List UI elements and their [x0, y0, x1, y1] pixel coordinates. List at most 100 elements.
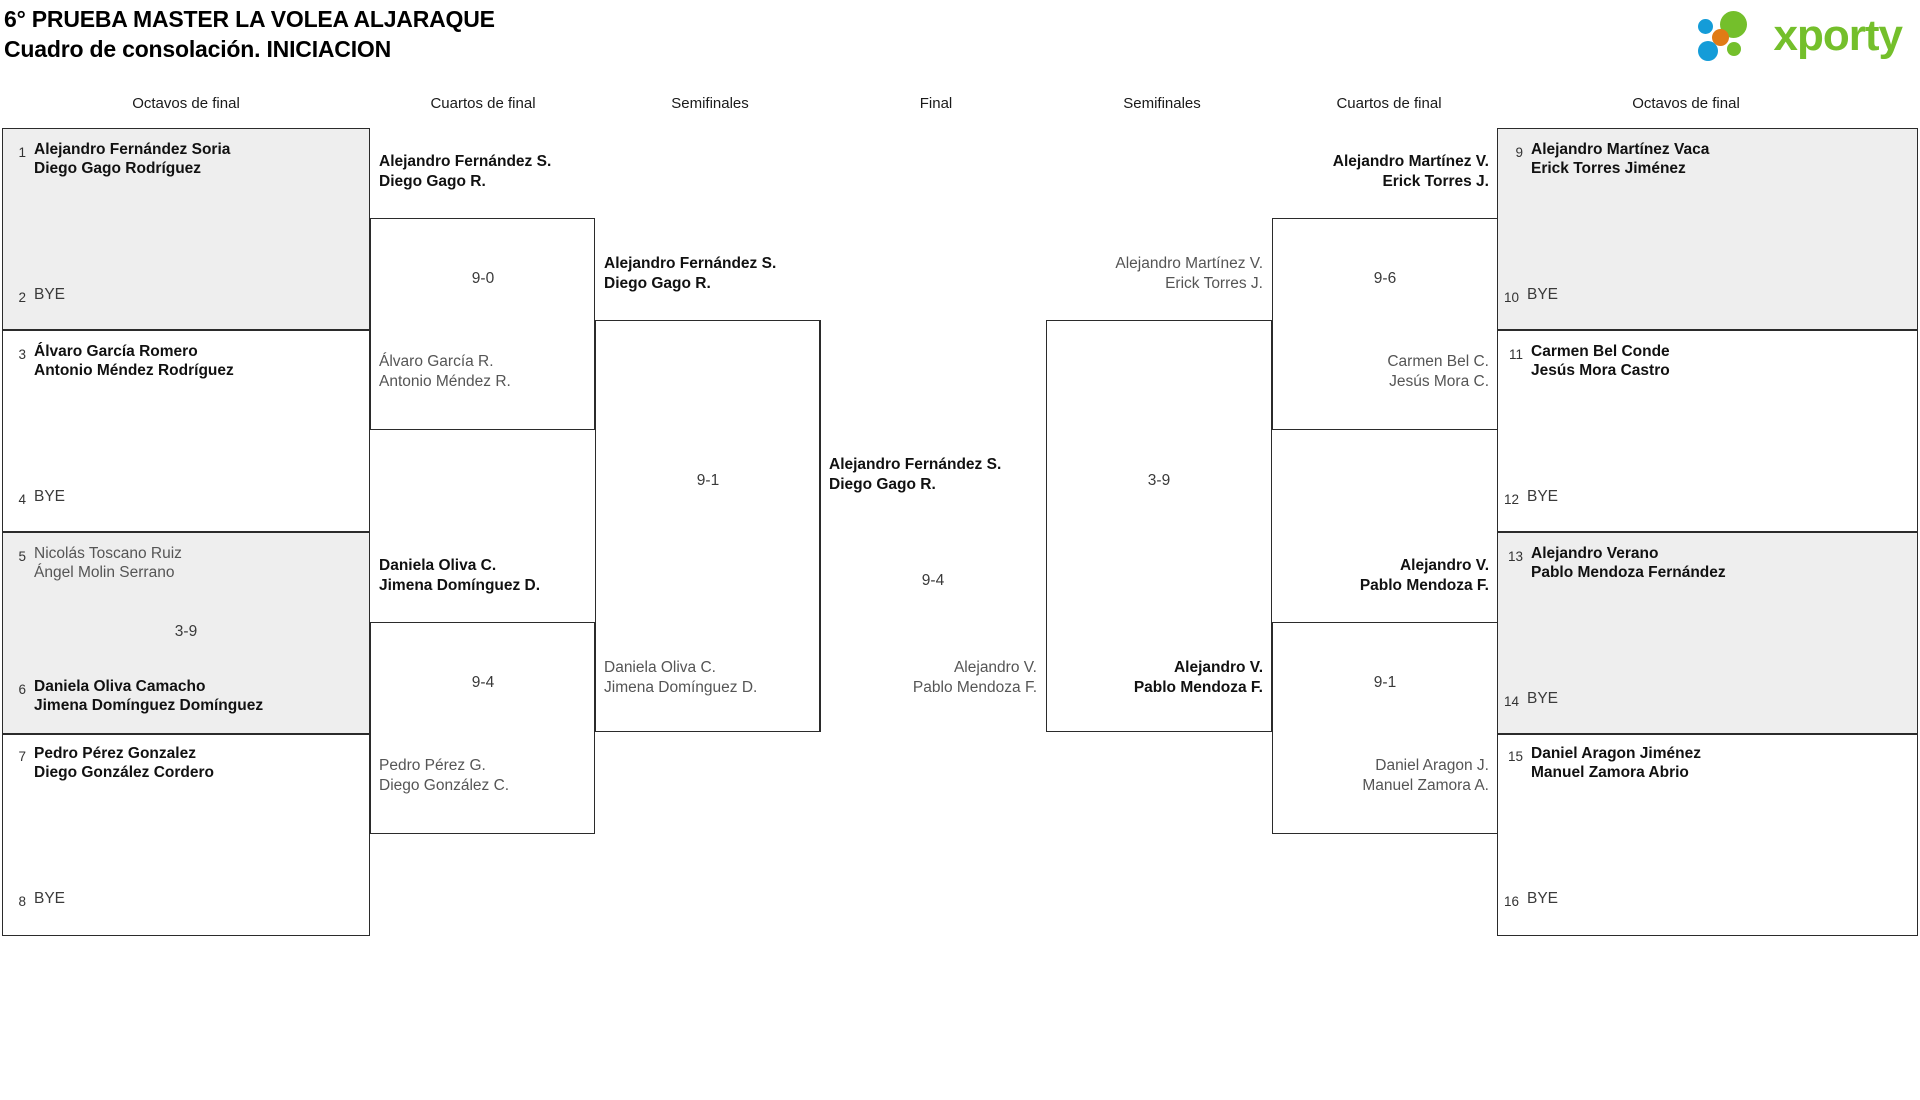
seed-player-names: Alejandro Fernández Soria Diego Gago Rod…: [34, 140, 230, 178]
bye-label: BYE: [34, 488, 66, 505]
seed-number: 5: [18, 549, 26, 564]
score-left-semifinal: 9-1: [696, 472, 720, 489]
player-name-1: Alejandro Martínez V.: [1115, 255, 1263, 272]
seed-row-6[interactable]: 6 Daniela Oliva Camacho Jimena Domínguez…: [10, 677, 263, 715]
match-box-right-octavos-4[interactable]: [1497, 734, 1918, 936]
player-name-1: Alejandro Martínez V.: [1332, 153, 1489, 170]
player-name-1: Daniela Oliva C.: [604, 659, 716, 676]
seed-row-4[interactable]: 4 BYE: [10, 487, 65, 509]
seed-row-1[interactable]: 1 Alejandro Fernández Soria Diego Gago R…: [10, 140, 230, 178]
player-name-1: Alejandro V.: [1173, 659, 1263, 676]
match-box-left-octavos-1[interactable]: [2, 128, 370, 330]
seed-row-2[interactable]: 2 BYE: [10, 285, 65, 307]
match-box-left-octavos-2[interactable]: [2, 330, 370, 532]
seed-player-names: Alejandro Martínez Vaca Erick Torres Jim…: [1531, 140, 1709, 178]
seed-number: 6: [18, 682, 26, 697]
seed-player-names: Daniela Oliva Camacho Jimena Domínguez D…: [34, 677, 263, 715]
seed-row-5[interactable]: 5 Nicolás Toscano Ruiz Ángel Molin Serra…: [10, 544, 181, 582]
player-name-2: Erick Torres J.: [1165, 274, 1263, 292]
seed-number: 15: [1507, 749, 1523, 764]
player-name-2: Ángel Molin Serrano: [34, 564, 175, 581]
player-name-2: Jesús Mora Castro: [1531, 362, 1670, 379]
right-cuartos-2-bottom: Daniel Aragon J. Manuel Zamora A.: [1281, 756, 1489, 795]
seed-row-8[interactable]: 8 BYE: [10, 889, 65, 911]
seed-number: 7: [18, 749, 26, 764]
round-header-final: Final: [919, 95, 953, 112]
player-name-2: Erick Torres Jiménez: [1531, 160, 1686, 177]
match-box-left-semifinal[interactable]: [595, 320, 820, 732]
player-name-2: Manuel Zamora A.: [1362, 776, 1489, 794]
player-name-2: Diego Gago Rodríguez: [34, 160, 202, 177]
player-name-1: Pedro Pérez Gonzalez: [34, 745, 196, 762]
player-name-1: Álvaro García Romero: [34, 343, 198, 360]
seed-row-15[interactable]: 15 Daniel Aragon Jiménez Manuel Zamora A…: [1507, 744, 1701, 782]
player-name-2: Manuel Zamora Abrio: [1531, 764, 1689, 781]
player-name-1: Alejandro Fernández S.: [604, 255, 777, 272]
left-semifinal-top: Alejandro Fernández S. Diego Gago R.: [604, 254, 776, 293]
seed-row-12[interactable]: 12 BYE: [1503, 487, 1558, 509]
match-box-right-octavos-2[interactable]: [1497, 330, 1918, 532]
score-left-cuartos-1: 9-0: [471, 270, 495, 287]
final-winner: Alejandro Fernández S. Diego Gago R.: [829, 455, 1001, 494]
player-name-1: Alejandro Verano: [1531, 545, 1659, 562]
player-name-2: Jimena Domínguez Domínguez: [34, 697, 264, 714]
bye-label: BYE: [1527, 286, 1559, 303]
right-cuartos-2-top: Alejandro V. Pablo Mendoza F.: [1281, 556, 1489, 595]
player-name-1: Alejandro V.: [1399, 557, 1489, 574]
match-box-left-octavos-3[interactable]: [2, 532, 370, 734]
tournament-title: 6° PRUEBA MASTER LA VOLEA ALJARAQUE: [4, 6, 495, 32]
seed-player-names: Pedro Pérez Gonzalez Diego González Cord…: [34, 744, 214, 782]
seed-row-10[interactable]: 10 BYE: [1503, 285, 1558, 307]
final-runner-up: Alejandro V. Pablo Mendoza F.: [829, 658, 1037, 697]
player-name-2: Jesús Mora C.: [1389, 372, 1489, 390]
seed-number: 13: [1507, 549, 1523, 564]
tournament-subtitle: Cuadro de consolación. INICIACION: [4, 36, 391, 62]
score-right-cuartos-2: 9-1: [1373, 674, 1397, 691]
player-name-1: Carmen Bel C.: [1387, 353, 1489, 370]
player-name-1: Pedro Pérez G.: [379, 757, 486, 774]
player-name-2: Jimena Domínguez D.: [604, 678, 758, 696]
match-box-right-semifinal[interactable]: [1046, 320, 1272, 732]
seed-number: 8: [18, 894, 26, 909]
seed-row-13[interactable]: 13 Alejandro Verano Pablo Mendoza Fernán…: [1507, 544, 1726, 582]
bye-label: BYE: [1527, 488, 1559, 505]
match-box-left-octavos-4[interactable]: [2, 734, 370, 936]
round-header-octavos-right: Octavos de final: [1632, 95, 1740, 112]
bye-label: BYE: [34, 890, 66, 907]
seed-row-11[interactable]: 11 Carmen Bel Conde Jesús Mora Castro: [1507, 342, 1670, 380]
seed-number: 16: [1503, 894, 1519, 909]
seed-row-3[interactable]: 3 Álvaro García Romero Antonio Méndez Ro…: [10, 342, 233, 380]
match-box-left-cuartos-2[interactable]: [370, 622, 595, 834]
match-box-right-octavos-1[interactable]: [1497, 128, 1918, 330]
seed-row-14[interactable]: 14 BYE: [1503, 689, 1558, 711]
seed-number: 1: [18, 145, 26, 160]
match-box-left-cuartos-1[interactable]: [370, 218, 595, 430]
player-name-2: Jimena Domínguez D.: [379, 576, 541, 594]
seed-number: 9: [1515, 145, 1523, 160]
xporty-logo: xporty: [1697, 8, 1903, 64]
score-final: 9-4: [921, 572, 945, 589]
player-name-2: Pablo Mendoza Fernández: [1531, 564, 1726, 581]
seed-number: 10: [1503, 290, 1519, 305]
match-box-right-octavos-3[interactable]: [1497, 532, 1918, 734]
score-right-cuartos-1: 9-6: [1373, 270, 1397, 287]
left-cuartos-2-bottom: Pedro Pérez G. Diego González C.: [379, 756, 509, 795]
left-semifinal-bottom: Daniela Oliva C. Jimena Domínguez D.: [604, 658, 757, 697]
player-name-2: Diego Gago R.: [379, 172, 486, 190]
right-cuartos-1-top: Alejandro Martínez V. Erick Torres J.: [1281, 152, 1489, 191]
bye-label: BYE: [1527, 890, 1559, 907]
round-header-cuartos-left: Cuartos de final: [430, 95, 536, 112]
seed-row-7[interactable]: 7 Pedro Pérez Gonzalez Diego González Co…: [10, 744, 214, 782]
seed-number: 4: [18, 492, 26, 507]
left-cuartos-2-top: Daniela Oliva C. Jimena Domínguez D.: [379, 556, 540, 595]
match-box-right-cuartos-1[interactable]: [1272, 218, 1498, 430]
player-name-2: Pablo Mendoza F.: [1133, 678, 1263, 696]
round-header-semis-right: Semifinales: [1123, 95, 1201, 112]
seed-row-16[interactable]: 16 BYE: [1503, 889, 1558, 911]
player-name-2: Erick Torres J.: [1382, 172, 1489, 190]
match-box-right-cuartos-2[interactable]: [1272, 622, 1498, 834]
seed-row-9[interactable]: 9 Alejandro Martínez Vaca Erick Torres J…: [1507, 140, 1709, 178]
player-name-2: Diego Gago R.: [829, 475, 936, 493]
seed-number: 12: [1503, 492, 1519, 507]
